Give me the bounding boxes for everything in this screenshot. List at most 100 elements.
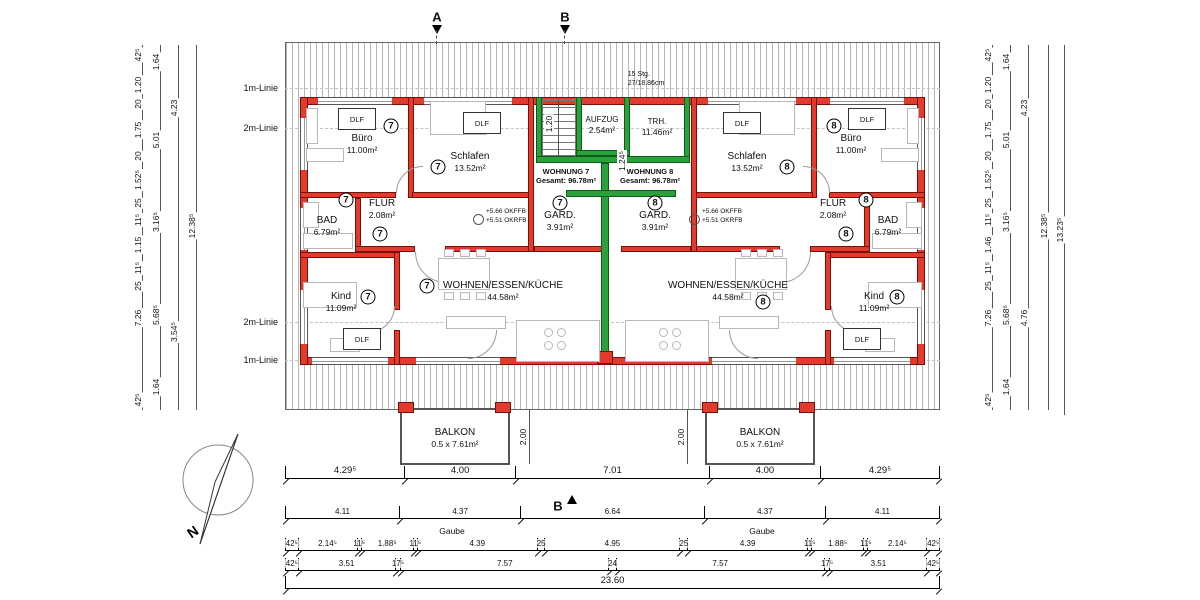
apartment-8-badge: 8	[858, 192, 874, 208]
kitchen-counter	[625, 320, 709, 362]
dim-label: 1.64	[151, 377, 161, 397]
room-area: 44.58m²	[487, 291, 519, 302]
dim-segment: 7.57	[400, 558, 609, 571]
wall-segment	[398, 402, 414, 413]
hob-ring	[557, 328, 566, 337]
dim-segment: 4.37	[399, 506, 521, 519]
hob-ring	[659, 328, 668, 337]
room-name: BALKON	[434, 426, 476, 438]
dim-label: 7.01	[602, 465, 623, 476]
dim-row-3: 42⁵ 2.14⁵ 11⁵ 1.88⁵ 11⁵ 4.39 25 4.95 25 …	[284, 538, 941, 551]
core-wall	[684, 97, 690, 163]
dim-segment: 4.37	[703, 506, 825, 519]
dim-label: 1.88⁵	[827, 539, 849, 548]
sink	[906, 202, 922, 228]
room-label-gard-8: GARD.3.91m²	[639, 210, 671, 232]
dim-segment: 1.88⁵	[811, 538, 864, 551]
section-marker-a: A	[432, 9, 442, 25]
dim-label: 4.37	[756, 507, 774, 516]
dim-label: 4.11	[873, 507, 891, 516]
north-arrow: N	[180, 430, 256, 550]
room-name: GARD.	[639, 209, 671, 221]
dim-segment: 11⁵	[408, 538, 423, 551]
dim-label: 5.01	[1001, 130, 1011, 150]
dim-segment: 1.88⁵	[360, 538, 413, 551]
room-area: 13.52m²	[454, 162, 486, 173]
note-line: 15 Stg.	[627, 70, 650, 78]
section-line	[436, 30, 437, 44]
dim-label: 4.29⁵	[867, 465, 893, 476]
dim-label: 1.75	[983, 120, 993, 140]
room-area: 11.09m²	[325, 302, 357, 313]
sink	[303, 202, 319, 228]
room-name: BALKON	[739, 426, 781, 438]
dim-label: 42⁵	[926, 559, 941, 568]
apartment-7-badge: 7	[360, 289, 376, 305]
dim-label: 12.38⁵	[1039, 212, 1049, 240]
wall-segment	[621, 246, 691, 252]
dim-label: 42⁵	[926, 539, 941, 548]
core-wall	[624, 97, 630, 156]
bathtub	[303, 233, 353, 249]
dim-row-4: 42⁵ 3.51 17⁵ 7.57 24 7.57 17⁵ 3.51 42⁵	[284, 558, 941, 571]
room-area: 44.58m²	[712, 291, 744, 302]
dim-line	[178, 45, 179, 410]
dim-label: 42⁵	[133, 392, 143, 408]
dim-label: 11⁵	[802, 539, 817, 548]
wall-segment	[394, 330, 400, 365]
chair	[444, 249, 454, 257]
north-label: N	[184, 522, 201, 541]
room-area: 3.91m²	[546, 221, 574, 232]
dim-label: 3.51	[869, 559, 888, 568]
hob-ring	[672, 341, 681, 350]
section-marker-b: B	[560, 9, 570, 25]
wall-segment	[495, 402, 511, 413]
room-area: 6.79m²	[874, 226, 902, 237]
balcony	[705, 408, 815, 465]
dim-label: 3.16⁵	[1001, 210, 1011, 234]
dim-segment: 25	[535, 538, 547, 551]
wall-segment	[355, 198, 361, 252]
wall-segment	[534, 246, 604, 252]
stair-count-note: 15 Stg. 27/18.86cm	[628, 70, 665, 88]
note-line: 27/18.86cm	[627, 80, 665, 87]
room-name: FLUR	[368, 197, 396, 209]
window	[416, 357, 500, 365]
core-wall	[566, 190, 676, 197]
room-area: 13.52m²	[731, 162, 763, 173]
dim-segment: 4.11	[285, 506, 400, 519]
dim-segment: 3.51	[297, 558, 395, 571]
dim-label: 4.29⁵	[332, 465, 358, 476]
staircase	[542, 99, 576, 156]
wall-segment	[825, 330, 831, 365]
apartment-8-badge: 8	[826, 118, 842, 134]
dim-segment: 17⁵	[390, 558, 406, 571]
dim-label: 42⁵	[133, 47, 143, 63]
dim-segment: 24	[607, 558, 618, 571]
dim-segment: 4.29⁵	[819, 465, 940, 479]
room-name: FLUR	[819, 197, 847, 209]
dim-label: 4.95	[603, 539, 622, 548]
apartment-7-badge: 7	[552, 195, 568, 211]
wall-segment	[394, 252, 400, 310]
window	[917, 118, 925, 170]
dlf-box: DLF	[338, 108, 376, 130]
sofa	[446, 316, 506, 329]
2m-line-label: 2m-Linie	[243, 123, 278, 133]
dim-label: 2.14⁵	[886, 539, 908, 548]
dim-label: 7.57	[495, 559, 514, 568]
window	[300, 208, 308, 250]
gaube-label: Gaube	[749, 525, 775, 536]
window	[917, 208, 925, 250]
hob-ring	[557, 341, 566, 350]
1m-line	[285, 88, 940, 89]
dim-label: 3.51	[337, 559, 356, 568]
apartment-8-badge: 8	[889, 289, 905, 305]
room-area: 11.00m²	[346, 144, 378, 155]
desk	[306, 148, 344, 162]
